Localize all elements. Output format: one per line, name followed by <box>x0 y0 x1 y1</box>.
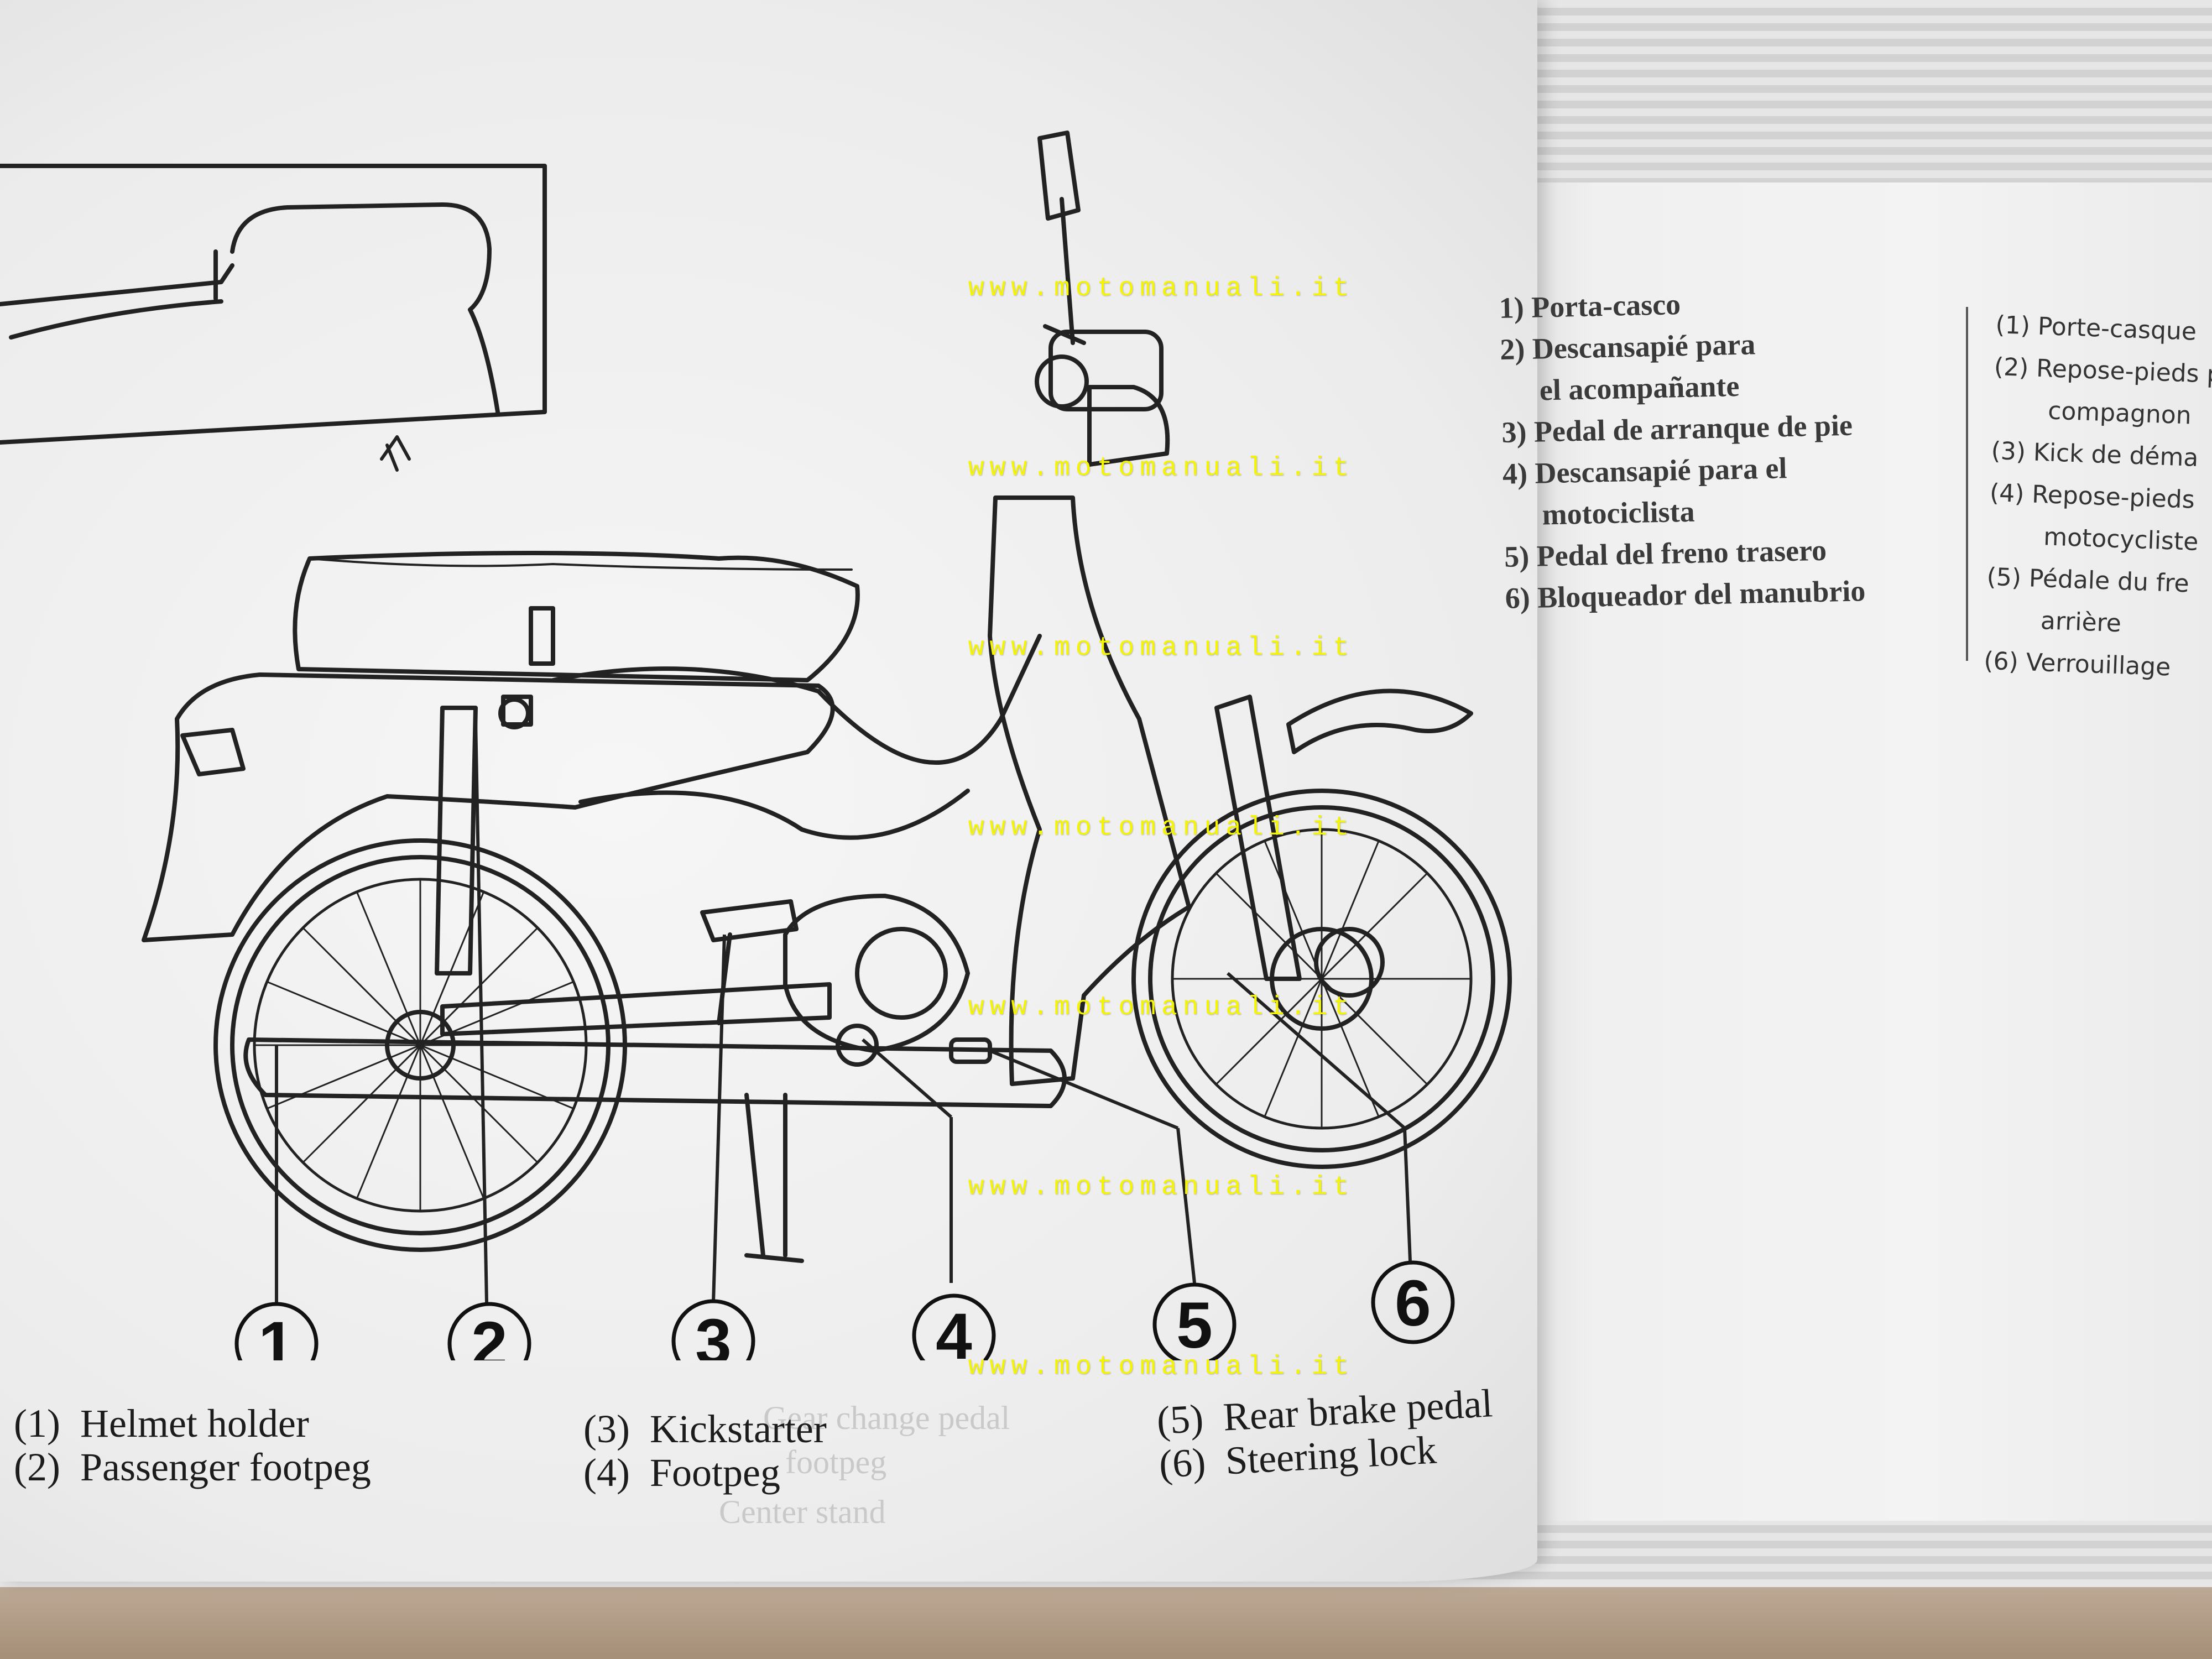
bleed-through-text: Center stand <box>719 1494 886 1530</box>
label-es-4b: motociclista <box>1541 494 1695 531</box>
motorcycle-diagram: 1 2 3 4 5 6 <box>0 131 1512 1360</box>
label-fr-4: (4) Repose-pieds <box>1989 478 2195 514</box>
label-fr-5: (5) Pédale du fre <box>1986 562 2190 598</box>
kickstarter <box>700 899 799 942</box>
labels-en-col3: (5)Rear brake pedal (6)Steering lock <box>1156 1381 1496 1486</box>
right-page <box>1493 182 2212 1521</box>
inset-arrow <box>380 435 411 472</box>
rear-body <box>142 672 835 942</box>
callout-markers: 1 2 3 4 5 6 <box>234 1260 1455 1360</box>
callout-6: 6 <box>1371 1260 1455 1344</box>
swingarm <box>440 982 832 1036</box>
bleed-through-text: footpeg <box>785 1444 887 1480</box>
svg-text:5: 5 <box>1176 1289 1213 1360</box>
watermark-text: www.motomanuali.it <box>968 453 1355 483</box>
label-es-2: 2) Descansapié para <box>1499 327 1756 366</box>
callout-leaders <box>275 718 1412 1303</box>
watermark-text: www.motomanuali.it <box>968 993 1355 1022</box>
svg-text:3: 3 <box>695 1306 732 1360</box>
label-fr-2b: compagnon <box>2047 397 2192 430</box>
label-fr-3: (3) Kick de déma <box>1990 436 2199 472</box>
column-divider <box>1966 307 1968 661</box>
seat <box>293 551 860 682</box>
label-fr-1: (1) Porte-casque <box>1995 310 2197 346</box>
svg-text:2: 2 <box>471 1308 508 1360</box>
callout-1: 1 <box>234 1302 319 1360</box>
helmet-holder-inset <box>0 164 547 445</box>
label-es-2b: el acompañante <box>1539 369 1740 407</box>
watermark-text: www.motomanuali.it <box>968 1172 1355 1202</box>
leg-shield <box>988 495 1191 1086</box>
left-page <box>0 0 1537 1582</box>
svg-text:6: 6 <box>1395 1267 1431 1340</box>
labels-fr: (1) Porte-casque (2) Repose-pieds p comp… <box>1983 304 2212 690</box>
callout-3: 3 <box>671 1299 755 1360</box>
label-fr-2: (2) Repose-pieds p <box>1994 352 2212 389</box>
labels-en-col2: (3)Kickstarter (4)Footpeg <box>583 1407 827 1495</box>
mirror-stem <box>1043 197 1086 345</box>
callout-5: 5 <box>1152 1282 1237 1360</box>
center-stand <box>744 1093 804 1263</box>
front-fork <box>1214 695 1302 981</box>
bleed-through-text: Gear change pedal <box>763 1400 1010 1436</box>
label-fr-4b: motocycliste <box>2043 523 2199 556</box>
rear-shock <box>435 706 478 975</box>
svg-text:1: 1 <box>258 1308 295 1360</box>
labels-en-col1: (1)Helmet holder (2)Passenger footpeg <box>14 1401 371 1490</box>
label-es-6: 6) Bloqueador del manubrio <box>1505 574 1866 615</box>
watermark-text: www.motomanuali.it <box>968 813 1355 843</box>
svg-text:4: 4 <box>936 1300 972 1360</box>
headlight-housing <box>1087 385 1170 467</box>
watermark-text: www.motomanuali.it <box>968 274 1355 304</box>
label-fr-5b: arrière <box>2040 607 2122 638</box>
label-helmet-holder: (1)Helmet holder <box>14 1401 309 1446</box>
watermark-text: www.motomanuali.it <box>968 1352 1355 1382</box>
label-footpeg: (4)Footpeg <box>583 1451 781 1495</box>
table-surface <box>0 1587 2212 1659</box>
callout-4: 4 <box>912 1293 996 1360</box>
label-passenger-footpeg: (2)Passenger footpeg <box>14 1445 371 1490</box>
label-fr-6: (6) Verrouillage <box>1983 646 2172 682</box>
tail-light <box>180 728 246 776</box>
labels-es: 1) Porta-casco 2) Descansapié para el ac… <box>1499 280 1866 619</box>
label-es-1: 1) Porta-casco <box>1499 288 1681 325</box>
callout-2: 2 <box>447 1302 531 1360</box>
watermark-text: www.motomanuali.it <box>968 633 1355 663</box>
label-es-3: 3) Pedal de arranque de pie <box>1501 408 1853 449</box>
label-es-5: 5) Pedal del freno trasero <box>1504 533 1827 573</box>
label-kickstarter: (3)Kickstarter <box>583 1407 827 1451</box>
front-fender <box>1286 688 1473 754</box>
label-es-4: 4) Descansapié para el <box>1502 451 1788 491</box>
engine <box>783 894 970 1053</box>
mirror <box>1037 131 1081 221</box>
muffler <box>243 1037 1067 1108</box>
